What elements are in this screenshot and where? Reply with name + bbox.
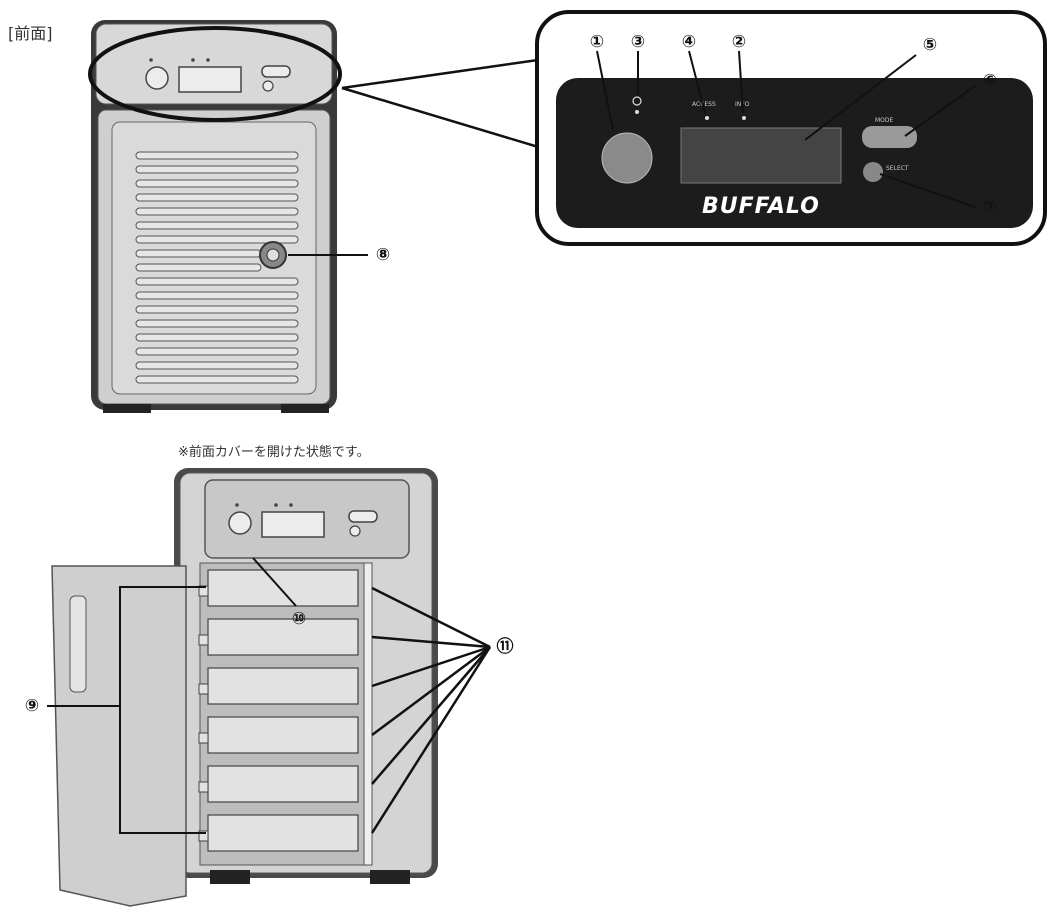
select-button bbox=[863, 162, 883, 182]
lcd-display bbox=[680, 127, 842, 184]
drive-bays bbox=[198, 569, 369, 852]
callout-10: ⑩ bbox=[292, 609, 306, 629]
tray-latch bbox=[198, 732, 209, 744]
front-vent-grille bbox=[135, 151, 299, 384]
door-handle bbox=[69, 595, 87, 693]
highlight-ellipse bbox=[88, 26, 342, 122]
vent-slat bbox=[135, 151, 299, 160]
tray-latch bbox=[198, 683, 209, 695]
brand-logo: BUFFALO bbox=[702, 194, 820, 219]
mode-button bbox=[862, 126, 917, 148]
drive-tray bbox=[207, 814, 359, 852]
drive-tray bbox=[207, 765, 359, 803]
led-leader-line bbox=[370, 646, 492, 834]
vent-slat bbox=[135, 193, 299, 202]
select-label: SELECT bbox=[886, 165, 909, 172]
drive-tray bbox=[207, 569, 359, 607]
vent-slat bbox=[135, 347, 299, 356]
callout-8: ⑧ bbox=[376, 245, 390, 265]
nas-front-closed bbox=[88, 20, 342, 413]
vent-slat bbox=[135, 221, 299, 230]
callout-3: ③ bbox=[631, 32, 645, 52]
callout-11: ⑪ bbox=[497, 636, 514, 657]
vent-slat bbox=[135, 333, 299, 342]
vent-slat bbox=[135, 179, 299, 188]
vent-slat bbox=[135, 165, 299, 174]
power-indicator-icon bbox=[632, 96, 642, 106]
access-led bbox=[705, 116, 709, 120]
nas-front-open bbox=[51, 468, 438, 907]
power-button bbox=[601, 132, 653, 184]
led-leader-line bbox=[371, 586, 491, 649]
access-label: ACCESS bbox=[692, 101, 716, 108]
drive-tray bbox=[207, 716, 359, 754]
callout-7: ⑦ bbox=[983, 197, 997, 217]
drive-tray bbox=[207, 667, 359, 705]
info-led bbox=[742, 116, 746, 120]
callout-9: ⑨ bbox=[25, 696, 39, 716]
mode-label: MODE bbox=[875, 117, 894, 124]
vent-slat bbox=[135, 375, 299, 384]
power-button-mini bbox=[145, 66, 169, 90]
vent-slat bbox=[135, 263, 262, 272]
tray-latch bbox=[198, 781, 209, 793]
tray-latch bbox=[198, 634, 209, 646]
vent-slat bbox=[135, 361, 299, 370]
section-label-front: [前面] bbox=[8, 24, 53, 43]
tray-latch bbox=[198, 830, 209, 842]
callout-4: ④ bbox=[682, 32, 696, 52]
led-leader-line bbox=[371, 645, 491, 688]
callout-2: ② bbox=[732, 32, 746, 52]
vent-slat bbox=[135, 277, 299, 286]
callout-1: ① bbox=[590, 32, 604, 52]
led-leader-line bbox=[371, 646, 491, 785]
vent-slat bbox=[135, 305, 299, 314]
vent-slat bbox=[135, 249, 262, 258]
vent-slat bbox=[135, 235, 299, 244]
led-leader-line bbox=[371, 645, 491, 737]
vent-slat bbox=[135, 291, 299, 300]
status-led-leaders bbox=[370, 586, 492, 834]
open-cover-note: ※前面カバーを開けた状態です。 bbox=[178, 445, 370, 460]
front-panel-zoom: ACCESS INFO MODE SELECT BUFFALO bbox=[535, 10, 1047, 246]
vent-slat bbox=[135, 319, 299, 328]
callout-6: ⑥ bbox=[983, 71, 997, 91]
vent-slat bbox=[135, 207, 299, 216]
drive-tray bbox=[207, 618, 359, 656]
callout-5: ⑤ bbox=[923, 35, 937, 55]
led-leader-line bbox=[371, 635, 491, 649]
